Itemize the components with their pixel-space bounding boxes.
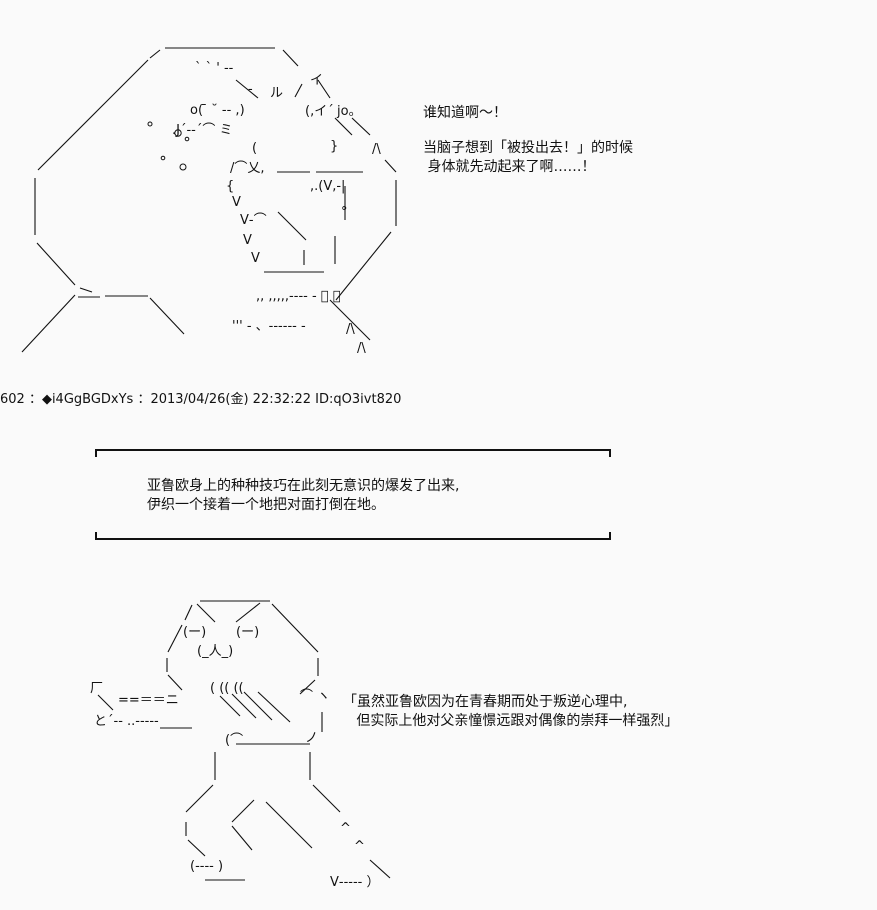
- art-degree: °: [341, 205, 348, 220]
- speech-line-2: 当脑子想到「被投出去！」的时候: [423, 140, 633, 156]
- narration-frame-top: [95, 449, 611, 457]
- arm-lines: ==＝＝ニ: [118, 693, 179, 708]
- art-face-mid: .J´‐‐´⌒ ミ: [172, 123, 232, 138]
- narration-line-2: 伊织一个接着一个地把对面打倒在地。: [147, 497, 385, 513]
- ascii-art-panel1: ` ` ' ‐‐ - ル イ (,イ´ jo。 ο( ̄ ˘ ‐‐ ,) .J´…: [21, 47, 397, 356]
- eye-left: (ー): [183, 625, 206, 640]
- mouth: (_人_): [197, 644, 233, 659]
- art-i-glyph: イ: [310, 73, 323, 88]
- hat-b: ^: [354, 839, 365, 854]
- belt-end: ノ: [305, 731, 318, 746]
- art-dashes2: ''' ‐ 、‐‐‐‐‐‐ ‐: [232, 319, 306, 334]
- hat-a: ^: [340, 821, 351, 836]
- speech2-line-2: 但实际上他对父亲憧憬远跟对偶像的崇拜一样强烈」: [343, 713, 679, 729]
- art-v3: V: [243, 233, 252, 248]
- hand: 厂: [90, 681, 103, 696]
- art-paren-left: (: [252, 141, 257, 156]
- speech-line-3: 身体就先动起来了啊……！: [423, 159, 596, 175]
- art-brace: {: [226, 179, 234, 194]
- foot-right: V‐‐‐‐‐ ）: [330, 875, 379, 890]
- eye-right: (ー): [236, 625, 259, 640]
- speech2-line-1: 「虽然亚鲁欧因为在青春期而处于叛逆心理中,: [343, 694, 628, 710]
- art-jo: jo。: [336, 104, 362, 119]
- art-paren: (,イ´: [305, 104, 334, 119]
- art-arm: /⌒乂,: [230, 161, 265, 176]
- hair-dots: ` ` ' ‐‐: [195, 61, 234, 76]
- art-caret: /\: [372, 142, 381, 157]
- art-ru: ル: [270, 86, 283, 101]
- arm-lower: と´‐‐ ..‐‐‐‐‐: [94, 714, 159, 729]
- fingers: ( (( ((: [210, 681, 244, 696]
- speech-line-1: 谁知道啊～！: [423, 105, 507, 121]
- belt-paren: (⌒: [225, 733, 243, 748]
- art-v1: V: [232, 195, 241, 210]
- fist: ⌒ ヽ: [300, 689, 330, 704]
- narration-frame-bottom: [95, 532, 611, 540]
- art-hat1: /\: [346, 322, 355, 337]
- art-v-face: ,.(V,-|: [310, 179, 345, 194]
- foot-left: (‐‐‐‐ ): [190, 859, 223, 874]
- narration-line-1: 亚鲁欧身上的种种技巧在此刻无意识的爆发了出来,: [147, 478, 460, 494]
- art-face-top: ο( ̄ ˘ ‐‐ ,): [190, 103, 245, 118]
- art-hat2: /\: [357, 341, 366, 356]
- post-header: 602 ：◆i4GgBGDxYs ：2013/04/26(金) 22:32:22…: [0, 392, 402, 407]
- art-dashes1: ,, ,,,,,‐‐‐‐ ‐ ﾞ ＞: [256, 289, 341, 304]
- art-paren-right: }: [330, 139, 338, 154]
- hair-tick: -: [248, 82, 253, 97]
- art-v2: V‐⌒: [240, 213, 267, 228]
- art-v4: V: [251, 251, 260, 266]
